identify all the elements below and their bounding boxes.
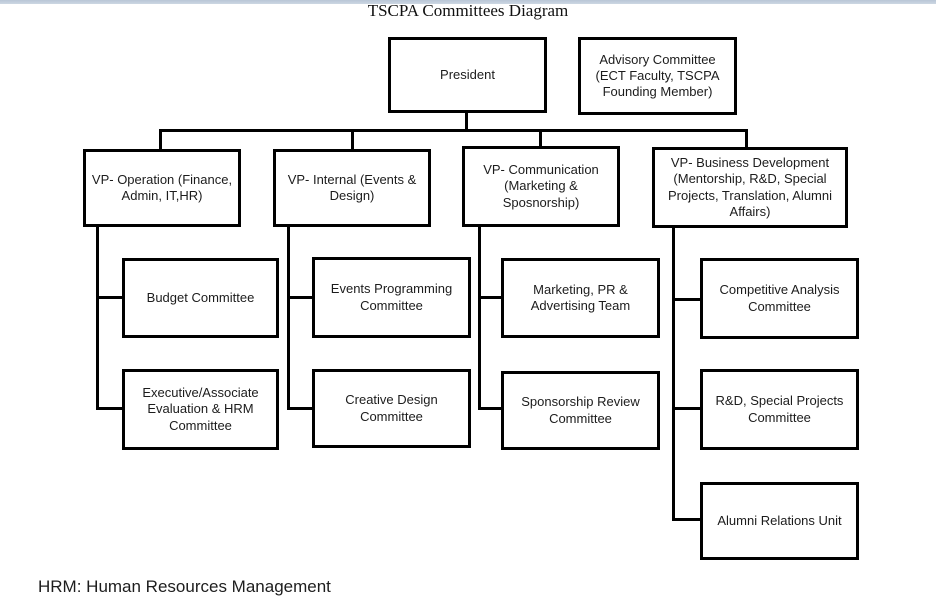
node-vp-communication-label: VP- Communication (Marketing & Sposnorsh… bbox=[483, 162, 599, 210]
connector-business-to-alumni bbox=[672, 518, 700, 521]
node-rd-special-projects-committee: R&D, Special Projects Committee bbox=[700, 369, 859, 450]
hrm-footnote: HRM: Human Resources Management bbox=[38, 577, 331, 596]
node-creative-label: Creative Design Committee bbox=[345, 392, 438, 424]
node-vp-operation-label: VP- Operation (Finance, Admin, IT,HR) bbox=[91, 171, 233, 203]
connector-bus-to-vp-business bbox=[745, 129, 748, 147]
node-vp-communication: VP- Communication (Marketing & Sposnorsh… bbox=[462, 146, 620, 227]
node-sponsorship-label: Sponsorship Review Committee bbox=[521, 394, 640, 426]
node-president: President bbox=[388, 37, 547, 113]
connector-president-to-bus bbox=[465, 113, 468, 131]
node-sponsorship-review-committee: Sponsorship Review Committee bbox=[501, 371, 660, 450]
connector-internal-to-events bbox=[287, 296, 312, 299]
node-rnd-label: R&D, Special Projects Committee bbox=[715, 393, 844, 425]
node-budget-label: Budget Committee bbox=[146, 289, 255, 305]
connector-operation-trunk bbox=[96, 227, 99, 410]
node-marketing-label: Marketing, PR & Advertising Team bbox=[530, 281, 631, 313]
node-vp-operation: VP- Operation (Finance, Admin, IT,HR) bbox=[83, 149, 241, 227]
node-budget-committee: Budget Committee bbox=[122, 258, 279, 338]
connector-internal-to-creative bbox=[287, 407, 312, 410]
connector-business-to-rnd bbox=[672, 407, 700, 410]
connector-operation-to-budget bbox=[96, 296, 122, 299]
connector-operation-to-executive bbox=[96, 407, 122, 410]
node-advisory-label: Advisory Committee (ECT Faculty, TSCPA F… bbox=[595, 51, 720, 100]
node-executive-label: Executive/Associate Evaluation & HRM Com… bbox=[142, 385, 259, 433]
node-executive-hrm-committee: Executive/Associate Evaluation & HRM Com… bbox=[122, 369, 279, 450]
node-creative-design-committee: Creative Design Committee bbox=[312, 369, 471, 448]
node-marketing-pr-advertising-team: Marketing, PR & Advertising Team bbox=[501, 258, 660, 338]
connector-business-trunk bbox=[672, 228, 675, 521]
node-vp-business-label: VP- Business Development (Mentorship, R&… bbox=[667, 155, 833, 219]
connector-communication-to-sponsorship bbox=[478, 407, 501, 410]
node-events-label: Events Programming Committee bbox=[330, 281, 453, 313]
node-president-label: President bbox=[440, 66, 495, 82]
node-vp-business-development: VP- Business Development (Mentorship, R&… bbox=[652, 147, 848, 228]
connector-communication-to-marketing bbox=[478, 296, 501, 299]
connector-bus-to-vp-operation bbox=[159, 129, 162, 149]
window-top-edge bbox=[0, 0, 936, 4]
connector-business-to-competitive bbox=[672, 298, 700, 301]
connector-internal-trunk bbox=[287, 227, 290, 410]
node-vp-internal-label: VP- Internal (Events & Design) bbox=[287, 171, 417, 203]
connector-bus-to-vp-communication bbox=[539, 129, 542, 146]
node-competitive-analysis-committee: Competitive Analysis Committee bbox=[700, 258, 859, 339]
diagram-title: TSCPA Committees Diagram bbox=[367, 1, 569, 20]
node-events-programming-committee: Events Programming Committee bbox=[312, 257, 471, 338]
connector-communication-trunk bbox=[478, 227, 481, 410]
node-vp-internal: VP- Internal (Events & Design) bbox=[273, 149, 431, 227]
node-advisory-committee: Advisory Committee (ECT Faculty, TSCPA F… bbox=[578, 37, 737, 115]
node-alumni-label: Alumni Relations Unit bbox=[717, 512, 842, 528]
node-alumni-relations-unit: Alumni Relations Unit bbox=[700, 482, 859, 560]
node-competitive-label: Competitive Analysis Committee bbox=[719, 282, 840, 314]
connector-vp-bus bbox=[159, 129, 748, 132]
connector-bus-to-vp-internal bbox=[351, 129, 354, 149]
